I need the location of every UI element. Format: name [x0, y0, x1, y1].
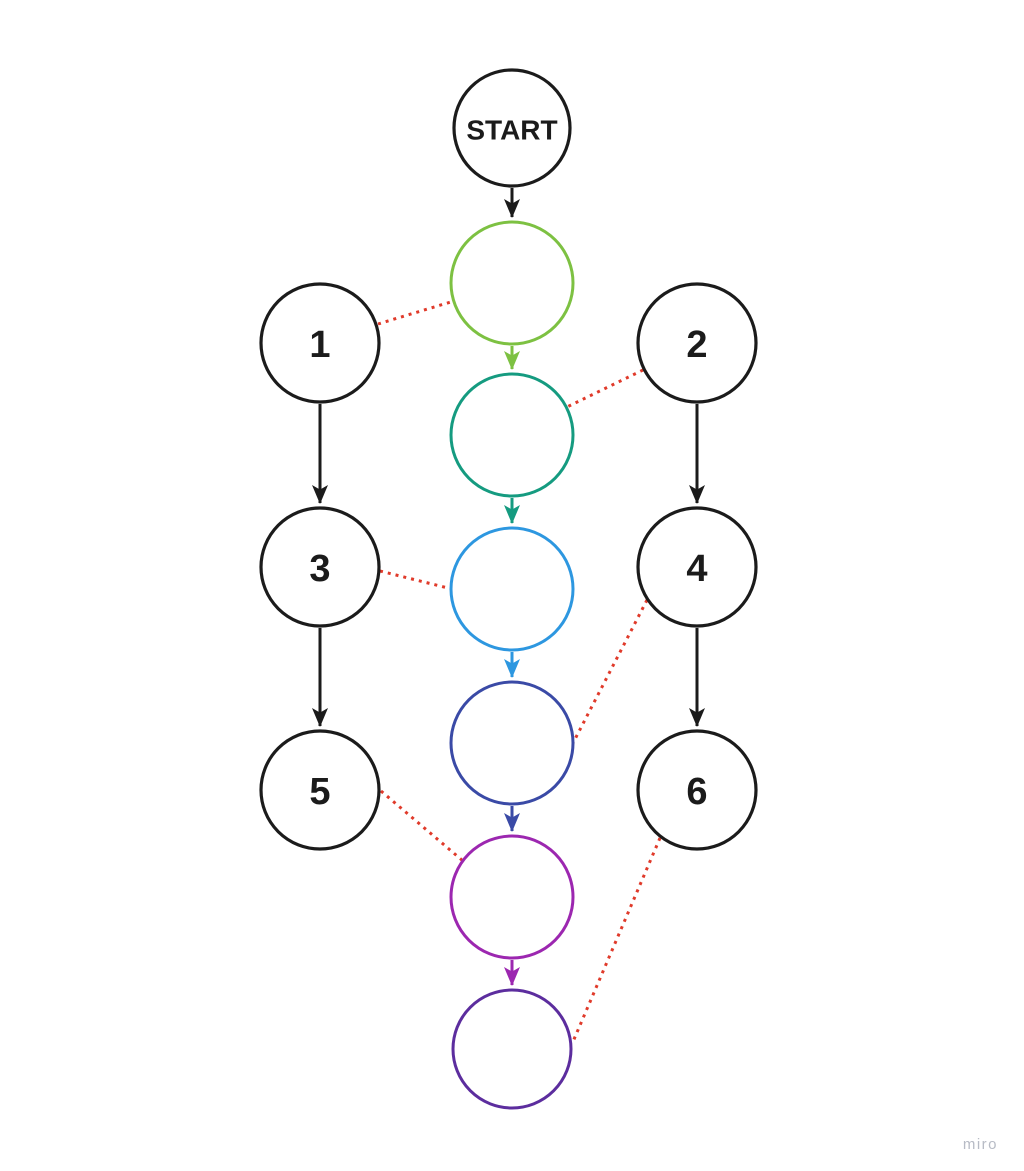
node-task-3[interactable]: 3	[259, 506, 381, 628]
dotted-link-task-1-milestone-1[interactable]	[377, 299, 455, 326]
dotted-link-task-3-milestone-3[interactable]	[379, 569, 453, 591]
node-task-6[interactable]: 6	[636, 729, 758, 851]
dotted-link-task-4-milestone-4[interactable]	[571, 599, 649, 744]
node-milestone-1[interactable]	[449, 220, 575, 346]
node-task-5[interactable]: 5	[259, 729, 381, 851]
miro-logo: miro	[962, 1136, 998, 1153]
dotted-link-task-5-milestone-5[interactable]	[380, 789, 464, 863]
node-milestone-2[interactable]	[449, 372, 575, 498]
node-milestone-3[interactable]	[449, 526, 575, 652]
node-task-4[interactable]: 4	[636, 506, 758, 628]
dotted-link-task-2-milestone-2[interactable]	[566, 368, 644, 409]
node-milestone-5[interactable]	[449, 834, 575, 960]
node-task-2[interactable]: 2	[636, 282, 758, 404]
node-milestone-4[interactable]	[449, 680, 575, 806]
dotted-link-task-6-milestone-6[interactable]	[570, 837, 662, 1045]
node-start[interactable]: START	[452, 68, 572, 188]
node-milestone-6[interactable]	[451, 988, 573, 1110]
node-task-1[interactable]: 1	[259, 282, 381, 404]
